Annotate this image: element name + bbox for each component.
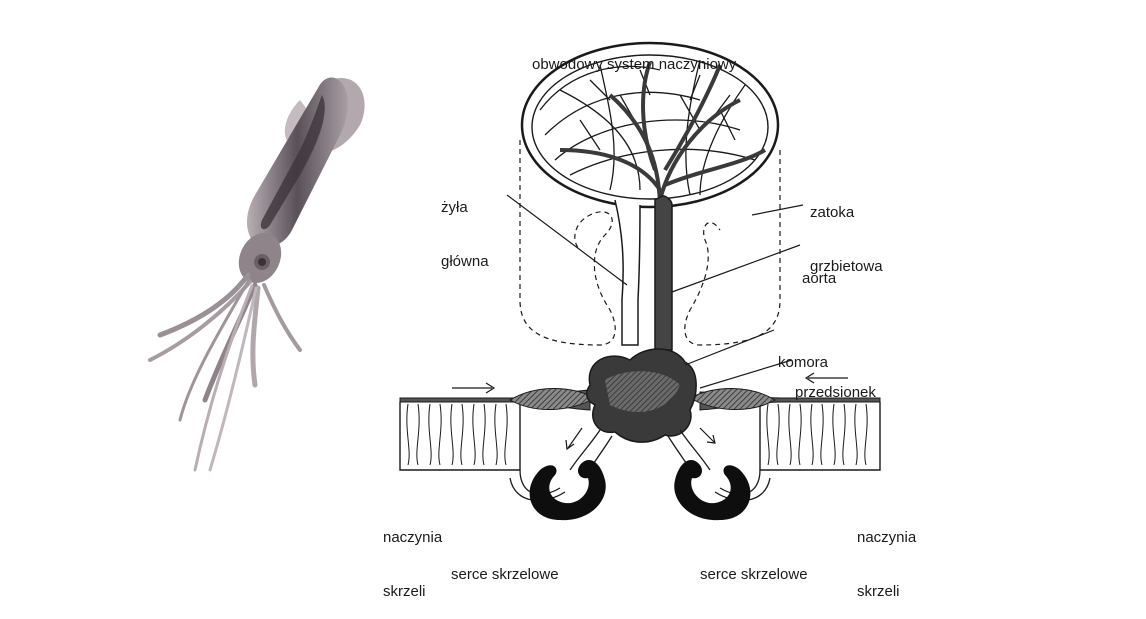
aorta (654, 195, 673, 351)
atrium-label: przedsionek (795, 384, 876, 401)
gill-vessels-right-label: naczynia skrzeli (857, 529, 917, 600)
gill-left (399, 382, 597, 471)
main-vein-label: żyła główna (441, 199, 489, 270)
dorsal-sinus-outline (519, 140, 781, 346)
ventricle-label: komora (778, 354, 829, 371)
main-vein (614, 199, 641, 346)
branchial-heart-right (674, 460, 751, 521)
label-leader-lines (506, 194, 804, 389)
dorsal-sinus-label: zatoka grzbietowa (810, 204, 883, 275)
branchial-heart-right-label: serce skrzelowe (700, 566, 808, 583)
branchial-heart-left-label: serce skrzelowe (451, 566, 559, 583)
circulatory-diagram: obwodowy system naczyniowy żyła główna z… (148, 41, 916, 600)
gill-vessels-left-label: naczynia skrzeli (383, 529, 443, 600)
diagram-drawing (148, 41, 881, 521)
gill-right (688, 372, 881, 471)
squid-image (148, 77, 365, 472)
branchial-heart-left (529, 460, 606, 521)
peripheral-system-label: obwodowy system naczyniowy (532, 56, 737, 73)
aorta-label: aorta (802, 270, 837, 287)
peripheral-vascular-network (520, 41, 780, 211)
